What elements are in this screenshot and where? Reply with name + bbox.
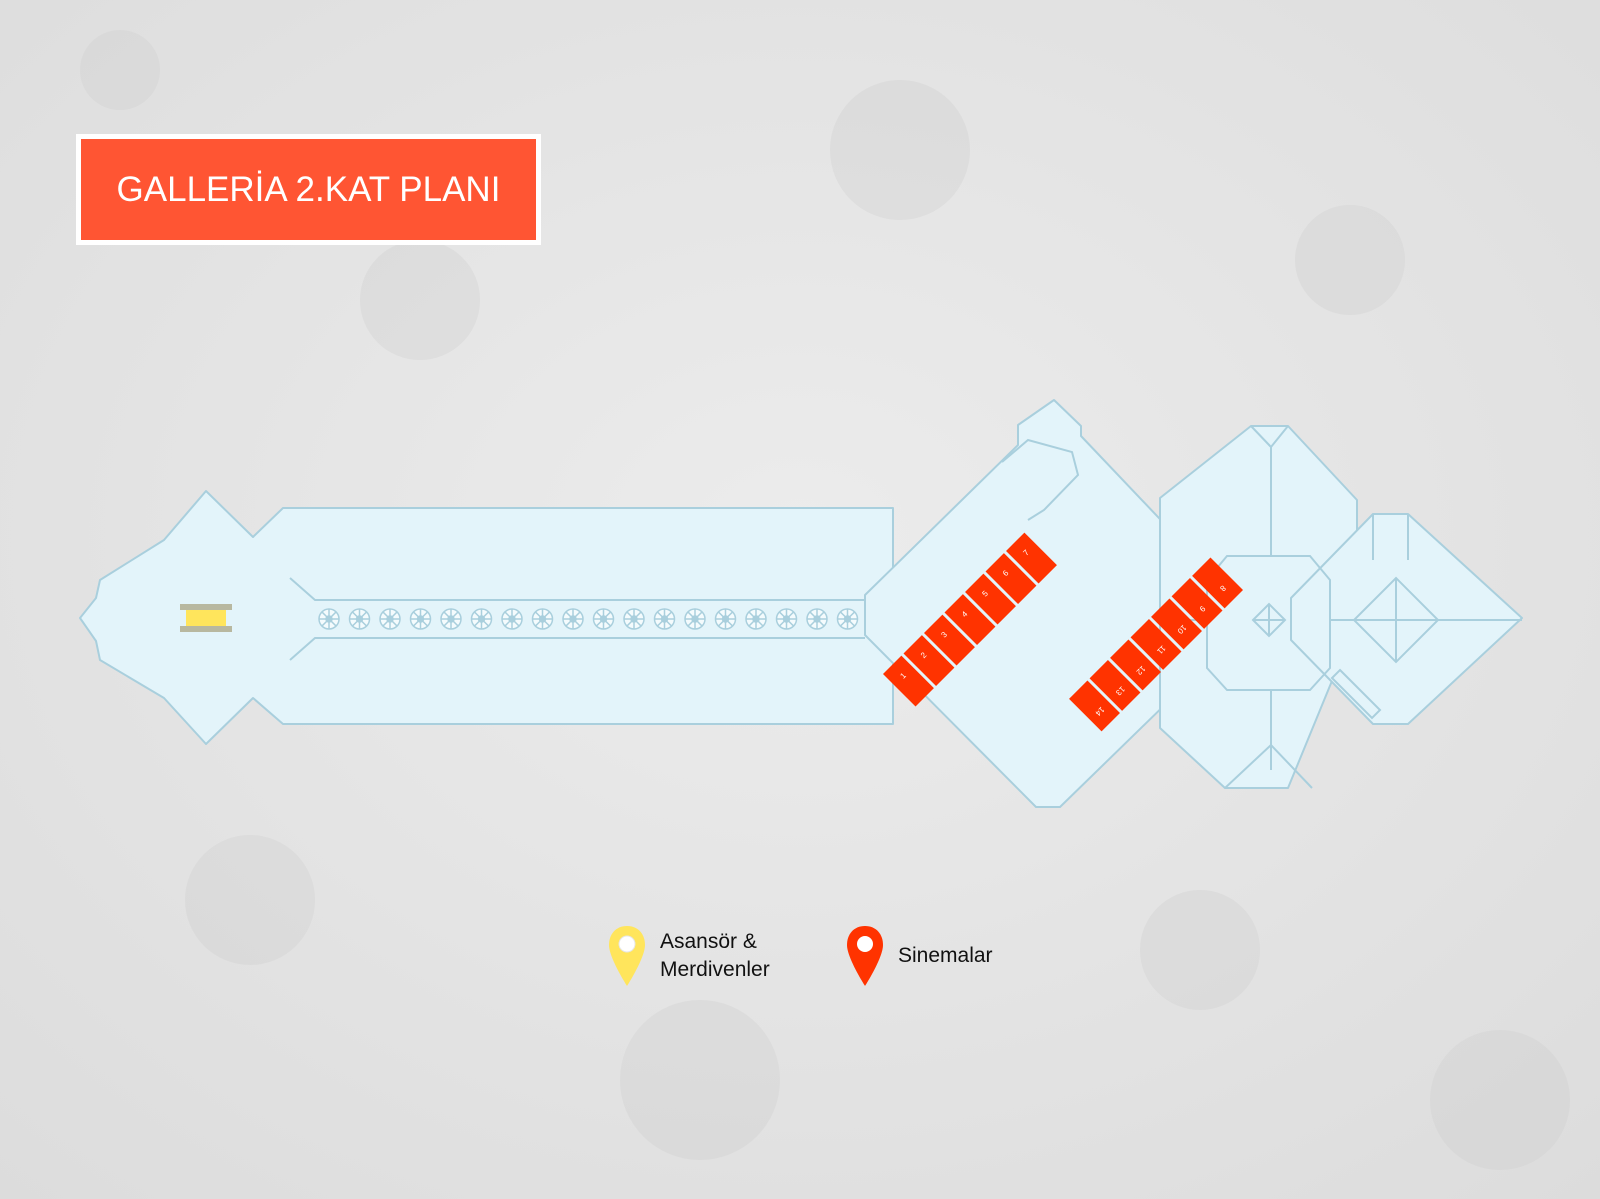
fountain-icon: [440, 608, 462, 630]
cinema-hall-number: 8: [1218, 583, 1228, 593]
fountain-icon: [745, 608, 767, 630]
fountain-icon: [348, 608, 371, 630]
cinema-hall-9: 9: [1171, 577, 1223, 629]
legend-elevator-stairs: Asansör & Merdivenler: [606, 924, 770, 988]
cinema-hall-number: 6: [1001, 568, 1011, 578]
cinema-hall-13: 13: [1089, 660, 1141, 711]
east-hall: [1159, 425, 1358, 789]
fountain-icon: [470, 608, 493, 630]
fountain-icon: [501, 608, 523, 630]
fountain-icon: [684, 608, 706, 630]
cinema-row-upper: 1 23 45 67: [883, 532, 1057, 707]
fountain-icon: [714, 608, 737, 630]
legend-cinemas: Sinemalar: [844, 924, 993, 988]
cinema-hall-8: 8: [1192, 557, 1243, 609]
cinema-hall-number: 7: [1021, 548, 1031, 558]
cinema-hall-6: 6: [985, 553, 1037, 604]
yellow-pin-icon: [609, 926, 645, 986]
cinema-hall-2: 2: [903, 635, 955, 687]
cinema-hall-number: 5: [980, 589, 990, 599]
title-banner: GALLERİA 2.KAT PLANI: [76, 134, 541, 245]
cinema-hall-7: 7: [1006, 532, 1057, 584]
cinema-hall-10: 10: [1151, 598, 1202, 650]
fountain-icon: [775, 608, 798, 630]
cinema-hall-1: 1: [883, 655, 934, 707]
cinema-hall-11: 11: [1130, 618, 1182, 670]
cinema-hall-number: 2: [919, 650, 929, 660]
legend-label-cinemas: Sinemalar: [898, 944, 993, 967]
fountain-icon: [562, 608, 584, 630]
page-title: GALLERİA 2.KAT PLANI: [81, 139, 536, 240]
fountain-icon: [836, 608, 859, 630]
fountain-icon: [653, 608, 676, 630]
fountain-icon: [592, 608, 615, 630]
central-hall: [864, 399, 1255, 808]
cinema-hall-number: 9: [1197, 604, 1207, 614]
corridor-fountains: [318, 608, 859, 630]
legend-label-elevator: Asansör & Merdivenler: [660, 930, 770, 981]
fountain-icon: [318, 608, 340, 630]
cinema-hall-12: 12: [1110, 639, 1161, 691]
cinema-hall-number: 1: [898, 671, 908, 681]
floor-areas: [79, 399, 1523, 808]
fountain-icon: [409, 608, 432, 630]
cinema-hall-5: 5: [965, 573, 1016, 625]
fountain-icon: [379, 608, 401, 630]
cinema-hall-number: 3: [939, 630, 949, 640]
red-pin-icon: [847, 926, 883, 986]
cinema-hall-4: 4: [944, 594, 996, 646]
cinema-hall-14: 14: [1069, 680, 1120, 732]
fountain-icon: [623, 608, 645, 630]
elevator-stairs: [180, 604, 232, 632]
cinema-hall-number: 4: [960, 609, 970, 619]
fountain-icon: [806, 608, 828, 630]
cinema-hall-3: 3: [924, 614, 975, 666]
fountain-icon: [531, 608, 554, 630]
